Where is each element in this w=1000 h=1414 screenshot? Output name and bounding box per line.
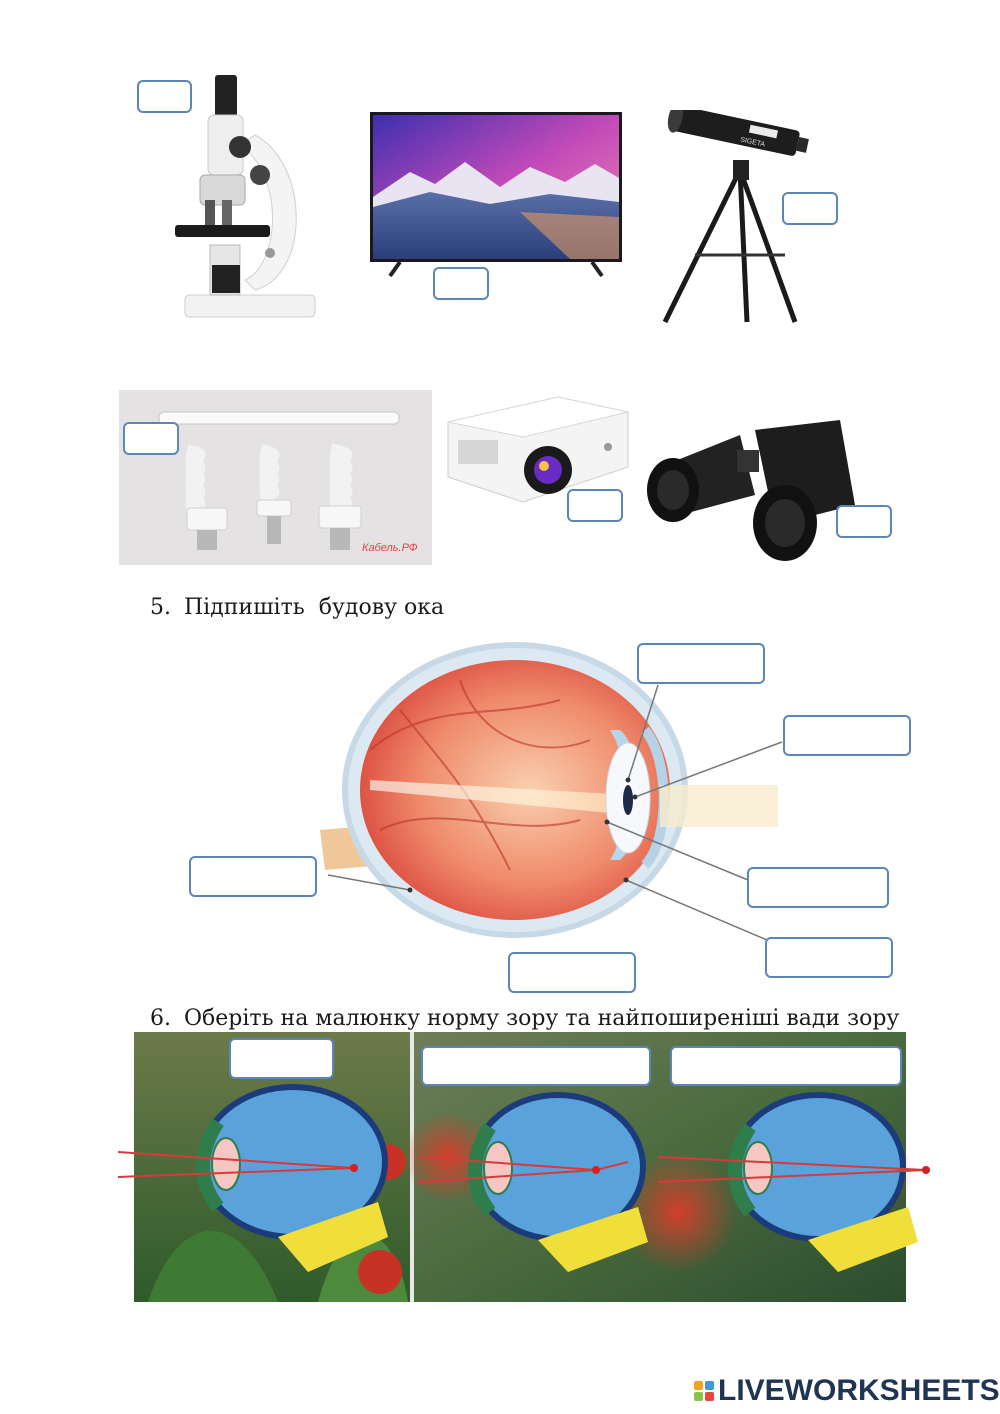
- answer-tv-input[interactable]: [435, 269, 487, 298]
- projector-image: [447, 396, 629, 503]
- answer-projector-input[interactable]: [569, 491, 621, 520]
- answer-eye-retina-input[interactable]: [191, 858, 315, 895]
- answer-eye-sclera[interactable]: [508, 952, 636, 993]
- answer-vision-myopia[interactable]: [421, 1046, 651, 1086]
- tv-image: [370, 112, 622, 278]
- answer-eye-pupil-input[interactable]: [785, 717, 909, 754]
- microscope-image: [175, 75, 316, 318]
- answer-eye-iris[interactable]: [765, 937, 893, 978]
- answer-tv[interactable]: [433, 267, 489, 300]
- lamps-watermark: Кабель.РФ: [362, 542, 418, 554]
- task-5-number: 5.: [150, 595, 171, 620]
- answer-eye-lens[interactable]: [747, 867, 889, 908]
- answer-eye-sclera-input[interactable]: [510, 954, 634, 991]
- answer-vision-hyperopia[interactable]: [670, 1046, 902, 1086]
- lamps-image: [119, 390, 432, 565]
- task-6-heading: 6. Оберіть на малюнку норму зору та найп…: [150, 1006, 899, 1031]
- answer-eye-cornea[interactable]: [637, 643, 765, 684]
- task-5-heading: 5. Підпишіть будову ока: [150, 595, 444, 620]
- answer-eye-retina[interactable]: [189, 856, 317, 897]
- task-5-text: Підпишіть будову ока: [184, 595, 445, 620]
- answer-vision-normal[interactable]: [229, 1038, 334, 1079]
- answer-microscope[interactable]: [137, 80, 192, 113]
- binoculars-image: [647, 420, 855, 561]
- answer-binoculars-input[interactable]: [838, 507, 890, 536]
- answer-projector[interactable]: [567, 489, 623, 522]
- liveworksheets-logo: LIVEWORKSHEETS: [694, 1374, 1000, 1408]
- liveworksheets-brand: LIVEWORKSHEETS: [718, 1374, 1000, 1407]
- answer-telescope-input[interactable]: [784, 194, 836, 223]
- answer-eye-pupil[interactable]: [783, 715, 911, 756]
- answer-vision-myopia-input[interactable]: [423, 1048, 649, 1084]
- answer-vision-normal-input[interactable]: [231, 1040, 332, 1077]
- telescope-image: [662, 110, 809, 324]
- answer-microscope-input[interactable]: [139, 82, 190, 111]
- answer-eye-cornea-input[interactable]: [639, 645, 763, 682]
- liveworksheets-logo-icon: [694, 1381, 714, 1401]
- answer-lamps[interactable]: [123, 422, 179, 455]
- answer-lamps-input[interactable]: [125, 424, 177, 453]
- answer-eye-lens-input[interactable]: [749, 869, 887, 906]
- answer-eye-iris-input[interactable]: [767, 939, 891, 976]
- eye-anatomy-image: [320, 642, 783, 941]
- answer-telescope[interactable]: [782, 192, 838, 225]
- task-6-number: 6.: [150, 1006, 171, 1031]
- task-6-text: Оберіть на малюнку норму зору та найпоши…: [184, 1006, 900, 1031]
- answer-binoculars[interactable]: [836, 505, 892, 538]
- answer-vision-hyperopia-input[interactable]: [672, 1048, 900, 1084]
